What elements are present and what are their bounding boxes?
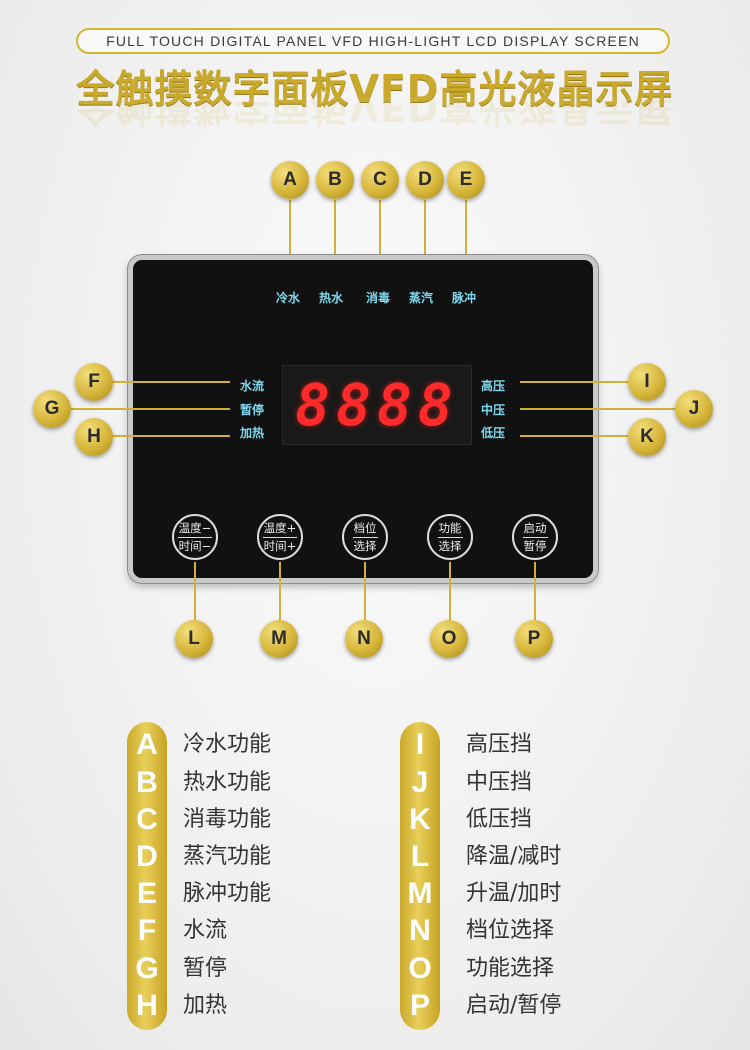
- callout-m: M: [260, 620, 298, 658]
- legend-item: 加热: [183, 993, 228, 1018]
- legend-item: 功能选择: [466, 956, 555, 981]
- callout-line-g: [68, 408, 230, 410]
- legend-right-badge: [400, 722, 440, 1030]
- legend-letter: G: [135, 952, 159, 985]
- temp-down-button[interactable]: 温度− 时间−: [172, 514, 218, 560]
- callout-line-a: [289, 200, 291, 272]
- legend-letter: E: [136, 877, 157, 910]
- legend-item: 低压挡: [466, 807, 533, 832]
- legend-letter: J: [411, 766, 429, 799]
- page-title-reflection: 全触摸数字面板VFD高光液晶示屏: [76, 98, 674, 129]
- indicator-disinfect: 消毒: [366, 291, 391, 305]
- legend-item: 蒸汽功能: [183, 844, 272, 869]
- button-label-bottom: 暂停: [523, 538, 547, 553]
- callout-a: A: [271, 161, 309, 199]
- callout-e: E: [447, 161, 485, 199]
- button-label-bottom: 时间−: [178, 538, 212, 553]
- button-label-top: 温度−: [177, 521, 213, 538]
- callout-line-n: [364, 562, 366, 622]
- legend-letter: D: [136, 840, 158, 873]
- indicator-low-pressure: 低压: [481, 426, 506, 440]
- button-label-bottom: 时间+: [263, 538, 297, 553]
- page-title: 全触摸数字面板VFD高光液晶示屏: [76, 67, 674, 111]
- indicator-steam: 蒸汽: [409, 291, 434, 305]
- callout-i: I: [628, 363, 666, 401]
- callout-l: L: [175, 620, 213, 658]
- callout-line-p: [534, 562, 536, 622]
- legend-item: 热水功能: [183, 770, 272, 795]
- legend-letter: H: [136, 989, 158, 1022]
- callout-o: O: [430, 620, 468, 658]
- legend-letter: P: [409, 989, 430, 1022]
- indicator-mid-pressure: 中压: [481, 403, 506, 417]
- gear-select-button[interactable]: 档位 选择: [342, 514, 388, 560]
- indicator-pause: 暂停: [240, 403, 265, 417]
- legend-item: 消毒功能: [183, 807, 272, 832]
- callout-line-h: [112, 435, 230, 437]
- callout-line-m: [279, 562, 281, 622]
- legend-item: 冷水功能: [183, 732, 272, 757]
- legend-item: 档位选择: [466, 918, 555, 943]
- indicator-hot-water: 热水: [319, 291, 344, 305]
- legend-letter: A: [136, 728, 158, 761]
- callout-line-l: [194, 562, 196, 622]
- legend-item: 升温/加时: [466, 881, 562, 906]
- start-pause-button[interactable]: 启动 暂停: [512, 514, 558, 560]
- legend-item: 暂停: [183, 956, 228, 981]
- legend-letter: B: [136, 766, 158, 799]
- header-banner: FULL TOUCH DIGITAL PANEL VFD HIGH-LIGHT …: [76, 28, 670, 54]
- button-label-top: 功能: [437, 521, 463, 538]
- legend-letter: F: [137, 914, 157, 947]
- callout-j: J: [675, 390, 713, 428]
- temp-up-button[interactable]: 温度+ 时间+: [257, 514, 303, 560]
- callout-line-b: [334, 200, 336, 272]
- legend-letter: O: [408, 952, 432, 985]
- callout-line-j: [520, 408, 678, 410]
- callout-p: P: [515, 620, 553, 658]
- legend-letter: I: [415, 728, 425, 761]
- button-label-bottom: 选择: [438, 538, 462, 553]
- button-label-bottom: 选择: [353, 538, 377, 553]
- legend-letter: M: [407, 877, 433, 910]
- callout-g: G: [33, 390, 71, 428]
- function-select-button[interactable]: 功能 选择: [427, 514, 473, 560]
- button-label-top: 档位: [352, 521, 378, 538]
- led-display: 8888: [282, 365, 472, 445]
- callout-line-c: [379, 200, 381, 272]
- callout-b: B: [316, 161, 354, 199]
- indicator-high-pressure: 高压: [481, 379, 506, 393]
- legend-item: 高压挡: [466, 732, 533, 757]
- callout-line-o: [449, 562, 451, 622]
- button-label-top: 温度+: [262, 521, 298, 538]
- callout-k: K: [628, 418, 666, 456]
- legend-item: 水流: [183, 918, 228, 943]
- callout-line-d: [424, 200, 426, 272]
- callout-d: D: [406, 161, 444, 199]
- legend-item: 降温/减时: [466, 844, 562, 869]
- callout-line-k: [520, 435, 632, 437]
- callout-line-i: [520, 381, 632, 383]
- indicator-heating: 加热: [240, 426, 265, 440]
- indicator-cold-water: 冷水: [276, 291, 301, 305]
- callout-line-f: [112, 381, 230, 383]
- legend-item: 中压挡: [466, 770, 533, 795]
- legend-item: 启动/暂停: [466, 993, 562, 1018]
- legend-left-badge: [127, 722, 167, 1030]
- callout-h: H: [75, 418, 113, 456]
- callout-c: C: [361, 161, 399, 199]
- callout-f: F: [75, 363, 113, 401]
- legend-letter: C: [136, 803, 158, 836]
- legend-letter: K: [409, 803, 431, 836]
- legend-letter: L: [410, 840, 430, 873]
- callout-line-e: [465, 200, 467, 272]
- callout-n: N: [345, 620, 383, 658]
- legend-letter: N: [409, 914, 431, 947]
- indicator-pulse: 脉冲: [452, 291, 477, 305]
- button-label-top: 启动: [522, 521, 548, 538]
- indicator-water-flow: 水流: [240, 379, 265, 393]
- display-digits: 8888: [295, 371, 459, 439]
- legend-item: 脉冲功能: [183, 881, 272, 906]
